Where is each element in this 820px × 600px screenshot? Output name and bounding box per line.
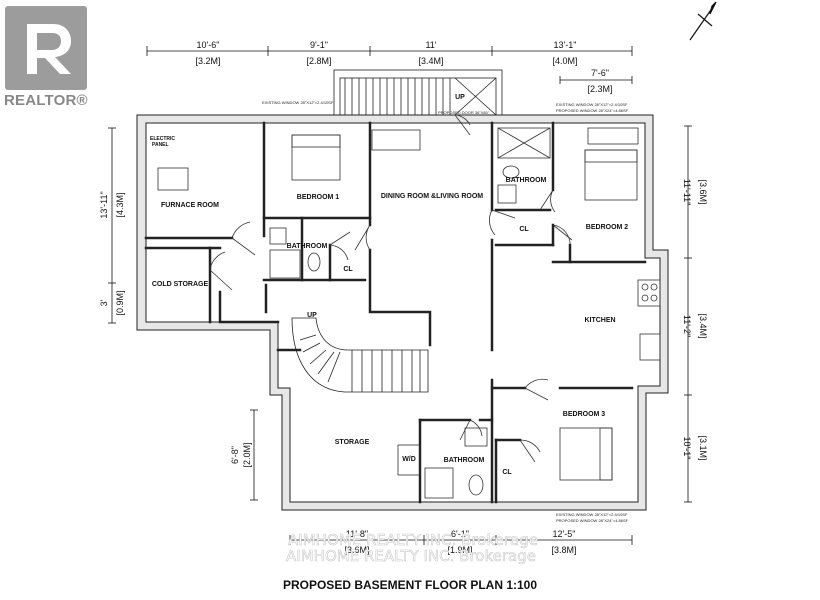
plan-title: PROPOSED BASEMENT FLOOR PLAN 1:100	[282, 578, 538, 592]
dim-right-2-m: [3.4M]	[698, 313, 708, 338]
note-window-existing-top-right: EXISTING WINDOW 28"X12"=2.4/10SF	[556, 102, 628, 107]
dim-right-1-ft: 11'-11"	[682, 179, 692, 206]
dim-right-3-m: [3.1M]	[698, 435, 708, 460]
dim-top-2-ft: 9'-1"	[310, 40, 328, 50]
door-swings	[209, 114, 573, 463]
realtor-logo	[5, 6, 87, 90]
dim-top-1-ft: 10'-6"	[197, 40, 220, 50]
label-stair-up-top: UP	[455, 94, 465, 101]
dim-left-1-ft: 13'-11"	[99, 191, 109, 218]
dim-top-3-m: [3.4M]	[418, 56, 443, 66]
dim-bottom-3-ft: 12'-5"	[553, 529, 576, 539]
interior-walls	[144, 121, 647, 504]
dim-top-1-m: [3.2M]	[195, 56, 220, 66]
label-closet-right: CL	[519, 226, 529, 233]
label-closet-left: CL	[343, 266, 353, 273]
dim-right-2-ft: 11'-2"	[682, 315, 692, 337]
label-bedroom-2: BEDROOM 2	[586, 224, 629, 231]
dim-right-1-m: [3.6M]	[698, 179, 708, 204]
note-window-existing-bottom: EXISTING WINDOW 28"X12"=2.4/10SF	[556, 512, 628, 517]
label-washer-dryer: W/D	[402, 456, 416, 463]
dim-left-2-m: [0.9M]	[115, 290, 125, 315]
note-window-existing-top-left: EXISTING WINDOW 28"X12"=2.4/10SF	[262, 100, 334, 105]
label-bathroom-bottom: BATHROOM	[444, 457, 485, 464]
dimension-line-bottom	[289, 535, 633, 545]
dim-top-extra-m: [2.3M]	[587, 84, 612, 94]
note-door-proposed-top: PROPOSED DOOR 36"X80"	[438, 110, 490, 115]
dimension-line-right	[684, 125, 692, 503]
dim-right-3-ft: 10'-1"	[682, 437, 692, 460]
label-bedroom-1: BEDROOM 1	[297, 194, 340, 201]
realtor-wordmark: REALTOR®	[4, 92, 88, 109]
dim-top-4-ft: 13'-1"	[554, 40, 577, 50]
dim-top-extra-ft: 7'-6"	[591, 68, 609, 78]
dim-top-2-m: [2.8M]	[306, 56, 331, 66]
label-electric-2: PANEL	[152, 142, 169, 148]
label-electric-1: ELECTRIC	[150, 136, 175, 142]
dim-left-3-ft: 6'-8"	[230, 446, 240, 464]
exterior-stair	[333, 69, 503, 116]
label-stair-up-mid: UP	[307, 312, 317, 319]
dim-bottom-1-ft: 11'-8"	[346, 529, 368, 539]
watermark-line-1: AIMHOME REALTY INC. Brokerage	[288, 531, 538, 549]
dim-bottom-2-m: [1.9M]	[447, 545, 472, 555]
note-window-proposed-bottom: PROPOSED WINDOW 28"X24"=4.86SF	[556, 518, 629, 523]
interior-stair	[291, 317, 429, 393]
dim-top-4-m: [4.0M]	[552, 56, 577, 66]
label-kitchen: KITCHEN	[584, 317, 615, 324]
note-window-proposed-top-right: PROPOSED WINDOW 28"X24"=4.86SF	[556, 108, 629, 113]
dim-left-1-m: [4.3M]	[115, 192, 125, 217]
label-bedroom-3: BEDROOM 3	[563, 411, 606, 418]
label-cold-storage: COLD STORAGE	[152, 281, 209, 288]
dim-bottom-3-m: [3.8M]	[551, 545, 576, 555]
dimension-line-top	[146, 46, 633, 84]
label-storage: STORAGE	[335, 439, 370, 446]
north-arrow-icon	[689, 1, 717, 41]
watermark-line-2: AIMHOME REALTY INC. Brokerage	[286, 547, 536, 565]
dim-bottom-1-m: [3.6M]	[344, 545, 369, 555]
label-dining-living: DINING ROOM &LIVING ROOM	[381, 193, 483, 200]
dim-left-3-m: [2.0M]	[242, 442, 252, 467]
label-bathroom-left: BATHROOM	[287, 243, 328, 250]
label-furnace-room: FURNACE ROOM	[161, 202, 219, 209]
dimension-line-left	[108, 127, 258, 501]
dim-top-3-ft: 11'	[425, 40, 436, 50]
label-closet-bottom: CL	[502, 469, 512, 476]
fixtures	[157, 127, 661, 499]
dim-bottom-2-ft: 6'-1"	[451, 529, 469, 539]
label-bathroom-top-right: BATHROOM	[506, 177, 547, 184]
dim-left-2-ft: 3'	[99, 299, 109, 306]
